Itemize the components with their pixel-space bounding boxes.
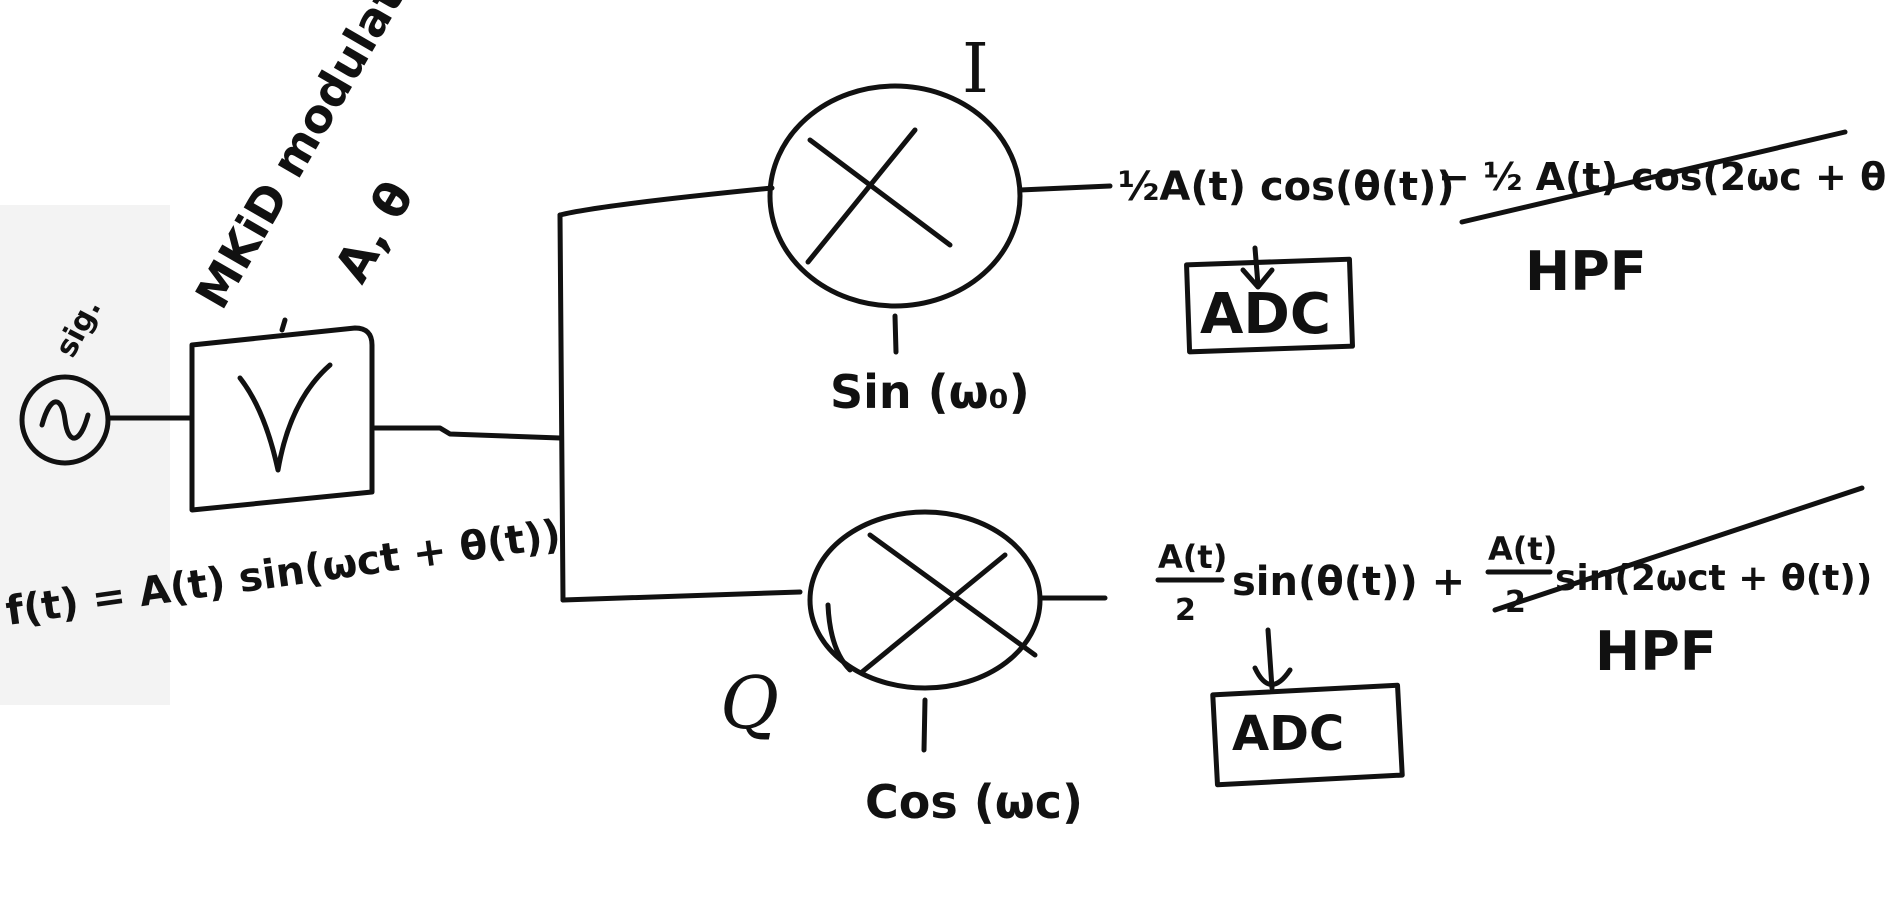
- i-output-wire: [1017, 183, 1113, 193]
- i-hpf-label: HPF: [1525, 240, 1647, 303]
- q-mixer-inner-stroke: [825, 602, 853, 673]
- i-output-kept: ½A(t) cos(θ(t)): [1118, 164, 1455, 210]
- q-hpf-label: HPF: [1595, 620, 1717, 683]
- wire-to-q-mixer: [560, 589, 803, 603]
- mkid-box: [189, 325, 375, 513]
- q-output-kept-den: 2: [1175, 593, 1196, 628]
- mkid-tick: [279, 317, 288, 333]
- i-mixer-circle: [767, 83, 1023, 309]
- i-lo-wire: [892, 313, 899, 355]
- q-output-struck-num: A(t): [1488, 530, 1557, 568]
- q-lo-wire: [921, 697, 928, 753]
- q-mixer: [807, 509, 1043, 691]
- q-adc-arrow-head: [1252, 665, 1293, 687]
- mkid-resonator: [189, 317, 375, 513]
- sine-wave-icon: [39, 399, 91, 441]
- i-adc-arrow-head: [1240, 267, 1275, 290]
- i-lo-label: Sin (ω₀): [830, 365, 1030, 419]
- q-output-struck-rest: sin(2ωᴄt + θ(t)): [1555, 558, 1872, 599]
- i-mixer-cross-a: [807, 137, 953, 248]
- q-channel-label: Q: [720, 661, 779, 745]
- q-lo-label: Cos (ωᴄ): [865, 775, 1083, 829]
- wire-to-i-mixer: [557, 185, 775, 218]
- i-channel-label: I: [962, 30, 989, 109]
- q-adc-label: ADC: [1232, 706, 1344, 762]
- q-adc-box: [1210, 682, 1405, 788]
- mkid-params: A, θ: [324, 172, 425, 292]
- q-adc-arrow-stem: [1265, 627, 1275, 691]
- i-mixer: [767, 83, 1023, 309]
- q-mixer-cross-b: [859, 552, 1008, 675]
- i-mixer-cross-b: [805, 127, 918, 265]
- q-output-kept-rest: sin(θ(t)) +: [1232, 559, 1465, 605]
- q-strike-line: [1492, 485, 1865, 613]
- wire-mkid-to-splitter: [372, 425, 563, 441]
- i-adc-arrow-stem: [1252, 245, 1261, 288]
- i-adc-box: [1184, 256, 1355, 355]
- mkid-label: MKiD modulates: [185, 0, 444, 318]
- splitter-trunk: [557, 212, 566, 603]
- paper-shade: [0, 205, 170, 705]
- i-strike-line: [1459, 129, 1848, 225]
- i-adc-label: ADC: [1200, 282, 1331, 347]
- resonance-dip-icon: [237, 362, 333, 473]
- q-output-kept-fraction: A(t) 2: [1155, 538, 1227, 628]
- q-output-kept-num: A(t): [1158, 538, 1227, 576]
- q-output-struck-fraction: A(t) 2: [1485, 530, 1557, 620]
